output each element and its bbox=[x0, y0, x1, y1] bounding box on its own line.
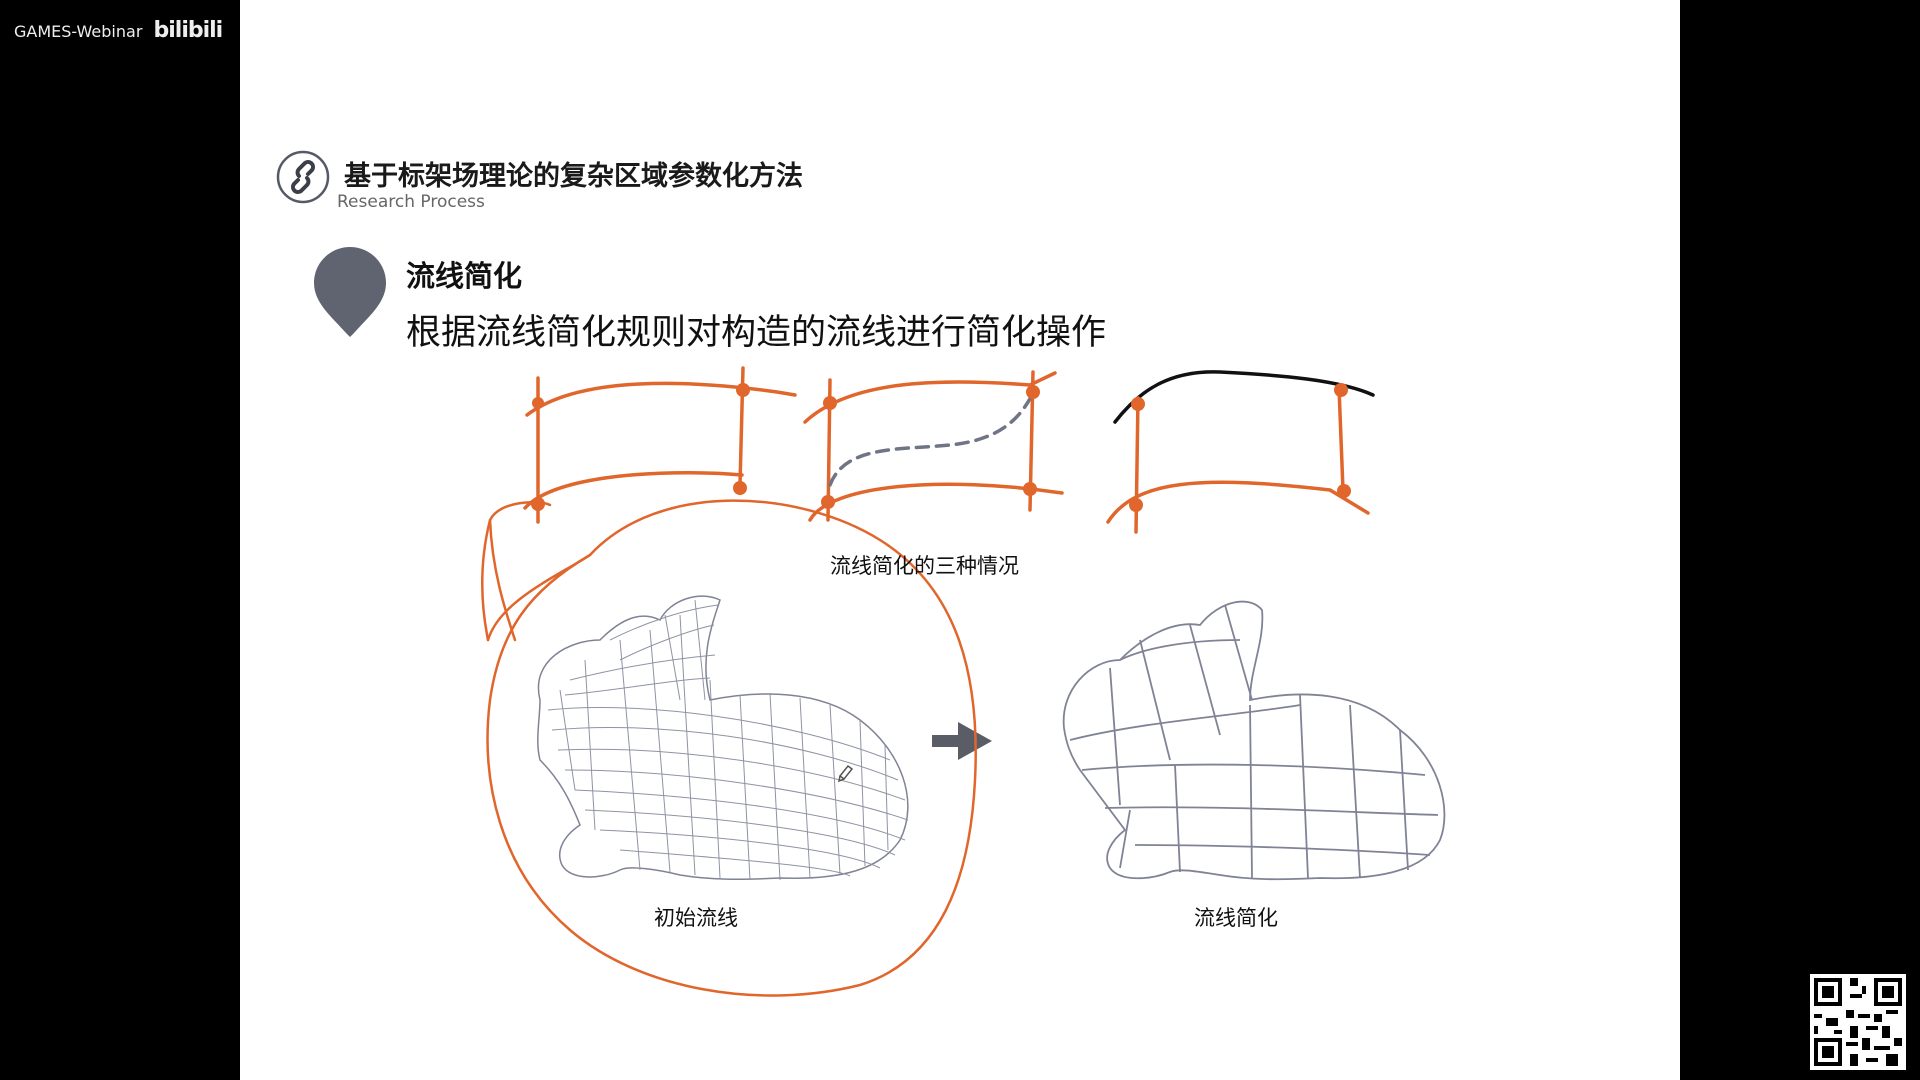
section-title: 流线简化 bbox=[406, 259, 523, 293]
watermark-channel: GAMES-Webinar bbox=[14, 22, 143, 41]
case-3-diagram bbox=[1106, 370, 1375, 534]
case-1-diagram bbox=[523, 366, 797, 524]
right-letterbox bbox=[1680, 0, 1920, 1080]
page-subtitle: Research Process bbox=[337, 192, 485, 212]
caption-three-cases: 流线简化的三种情况 bbox=[830, 554, 1019, 578]
bilibili-logo: bilibili bbox=[153, 18, 223, 43]
annotation-circle bbox=[481, 499, 977, 997]
caption-simplified: 流线简化 bbox=[1194, 906, 1278, 930]
left-letterbox: GAMES-Webinar bilibili bbox=[0, 0, 240, 1080]
location-pin-icon bbox=[314, 247, 386, 337]
bunny-initial-streamlines bbox=[537, 595, 909, 881]
bunny-simplified bbox=[1062, 600, 1446, 881]
caption-initial-streamlines: 初始流线 bbox=[654, 906, 738, 930]
qr-code[interactable] bbox=[1810, 974, 1906, 1070]
pencil-cursor-icon bbox=[837, 764, 854, 783]
page-title: 基于标架场理论的复杂区域参数化方法 bbox=[344, 161, 803, 192]
figure-canvas bbox=[481, 366, 1446, 997]
arrow-right-icon bbox=[932, 722, 992, 760]
section-description: 根据流线简化规则对构造的流线进行简化操作 bbox=[406, 313, 1107, 353]
link-icon bbox=[276, 150, 330, 204]
case-2-diagram bbox=[803, 370, 1064, 522]
watermark: GAMES-Webinar bilibili bbox=[14, 18, 223, 43]
slide: 基于标架场理论的复杂区域参数化方法 Research Process 流线简化 … bbox=[240, 0, 1680, 1080]
